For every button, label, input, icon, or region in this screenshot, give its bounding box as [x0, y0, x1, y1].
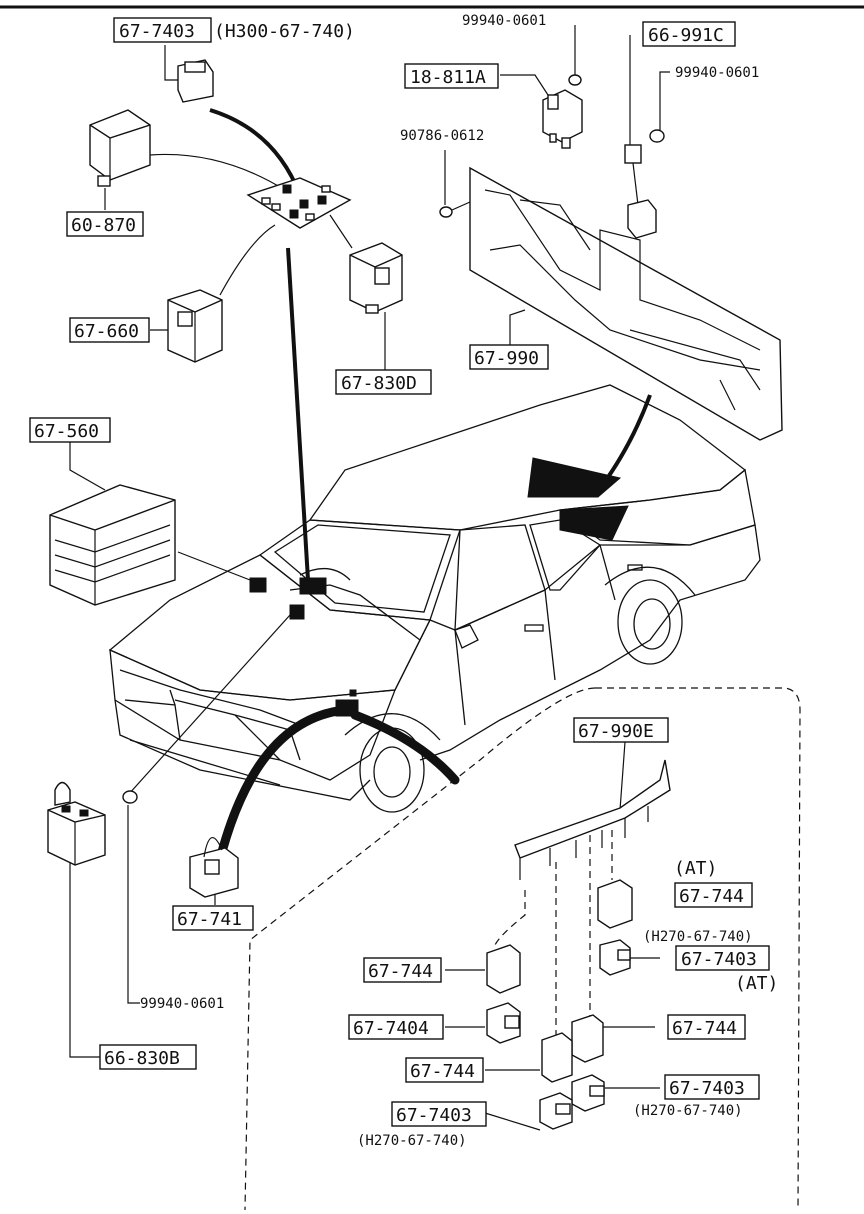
lead-center — [286, 247, 310, 581]
label-box-67-7403-a — [675, 945, 770, 971]
label-box-67-7403-b — [664, 1074, 760, 1100]
label-h300: (H300-67-740) — [214, 21, 355, 42]
label-67-7403-c: 67-7403 — [396, 1105, 472, 1126]
bolt-90786 — [439, 201, 471, 218]
label-box-67-744-c — [667, 1014, 746, 1040]
label-box-67-7403-c — [391, 1101, 487, 1127]
relay-67-7403-top — [177, 59, 214, 103]
label-67-7404: 67-7404 — [353, 1018, 429, 1039]
label-18-811a: 18-811A — [410, 67, 486, 88]
relay-67-660 — [167, 289, 223, 363]
lead-panel — [593, 394, 652, 497]
label-box-67-7404 — [348, 1014, 444, 1040]
label-h270-b: (H270-67-740) — [633, 1103, 743, 1119]
label-box-67-744-d — [405, 1057, 484, 1083]
label-90786: 90786-0612 — [400, 128, 484, 144]
label-box-60-870 — [66, 211, 144, 237]
nut-99940-a — [568, 74, 582, 86]
part-67-741 — [189, 837, 239, 898]
label-box-67-660 — [69, 317, 150, 343]
label-60-870: 60-870 — [71, 215, 136, 236]
label-67-7403-b: 67-7403 — [669, 1078, 745, 1099]
label-box-67-830d — [335, 369, 432, 395]
label-h270-c: (H270-67-740) — [357, 1133, 467, 1149]
nut-99940-b — [649, 129, 665, 143]
label-box-67-744-b — [363, 957, 442, 983]
label-67-7403-a: 67-7403 — [681, 949, 757, 970]
relay-67-7403-b — [571, 1074, 605, 1112]
label-67-990: 67-990 — [474, 348, 539, 369]
lead-741 — [210, 705, 350, 885]
label-box-67-7403-top — [113, 17, 212, 43]
label-99940-a: 99940-0601 — [462, 13, 546, 29]
car-illustration — [108, 384, 761, 813]
part-66-830b — [47, 781, 106, 866]
label-67-660: 67-660 — [74, 321, 139, 342]
relay-67-7403-c — [539, 1092, 573, 1130]
label-66-991c: 66-991C — [648, 25, 724, 46]
relay-18-811a — [542, 89, 583, 149]
relay-67-744-c — [571, 1014, 604, 1063]
optional-region-border — [244, 687, 801, 1211]
module-60-870 — [89, 109, 151, 187]
label-box-66-830b — [99, 1044, 197, 1070]
label-67-7403-top: 67-7403 — [119, 21, 195, 42]
label-h270-a: (H270-67-740) — [643, 929, 753, 945]
label-box-67-560 — [29, 417, 111, 443]
label-67-744-b: 67-744 — [368, 961, 433, 982]
label-67-560: 67-560 — [34, 421, 99, 442]
label-67-744-d: 67-744 — [410, 1061, 475, 1082]
label-at-1: (AT) — [674, 858, 717, 879]
label-67-744-a: 67-744 — [679, 886, 744, 907]
relay-67-744-b — [486, 944, 521, 994]
label-67-990e: 67-990E — [578, 721, 654, 742]
label-box-67-990 — [469, 344, 549, 370]
label-at-2: (AT) — [735, 973, 778, 994]
relay-67-830d — [349, 242, 403, 314]
relay-67-744-d — [541, 1032, 573, 1083]
fusebox-67-560 — [49, 484, 176, 606]
label-67-830d: 67-830D — [341, 373, 417, 394]
label-67-744-c: 67-744 — [672, 1018, 737, 1039]
label-box-66-991c — [642, 21, 736, 47]
relay-67-7404 — [486, 1002, 521, 1044]
junction-block — [246, 177, 352, 229]
lead-990e — [350, 710, 460, 785]
label-box-67-744-a — [674, 882, 753, 908]
relay-67-744-at — [597, 879, 633, 929]
relay-67-7403-at — [599, 939, 631, 976]
bracket-67-990e — [514, 759, 671, 880]
label-box-18-811a — [404, 63, 499, 89]
label-67-741: 67-741 — [177, 909, 242, 930]
part-66-991c — [624, 144, 657, 239]
label-box-67-990e — [573, 717, 669, 743]
label-99940-b: 99940-0601 — [675, 65, 759, 81]
label-99940-c: 99940-0601 — [140, 996, 224, 1012]
label-box-67-741 — [172, 905, 254, 931]
label-66-830b: 66-830B — [104, 1048, 180, 1069]
panel-67-990 — [469, 166, 783, 441]
nut-99940-c — [122, 790, 138, 804]
